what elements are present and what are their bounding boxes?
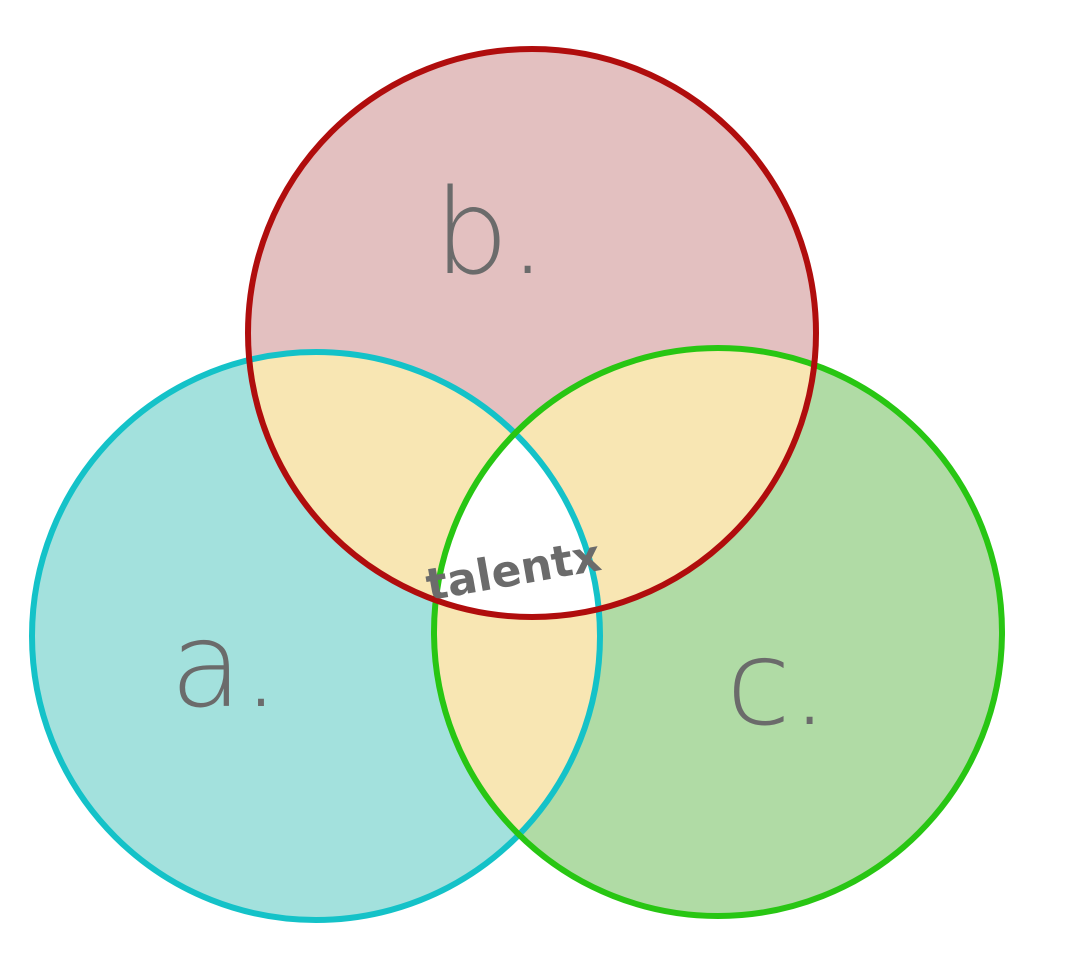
set-c-label: c.	[726, 614, 828, 752]
set-b-label: b.	[434, 163, 546, 301]
set-a-outline	[29, 349, 603, 923]
set-a-label: a.	[170, 596, 280, 734]
overlap-b-c	[434, 348, 816, 617]
set-b-outline	[245, 46, 819, 620]
overlap-a-b	[248, 352, 600, 617]
set-c-outline	[431, 345, 1005, 919]
